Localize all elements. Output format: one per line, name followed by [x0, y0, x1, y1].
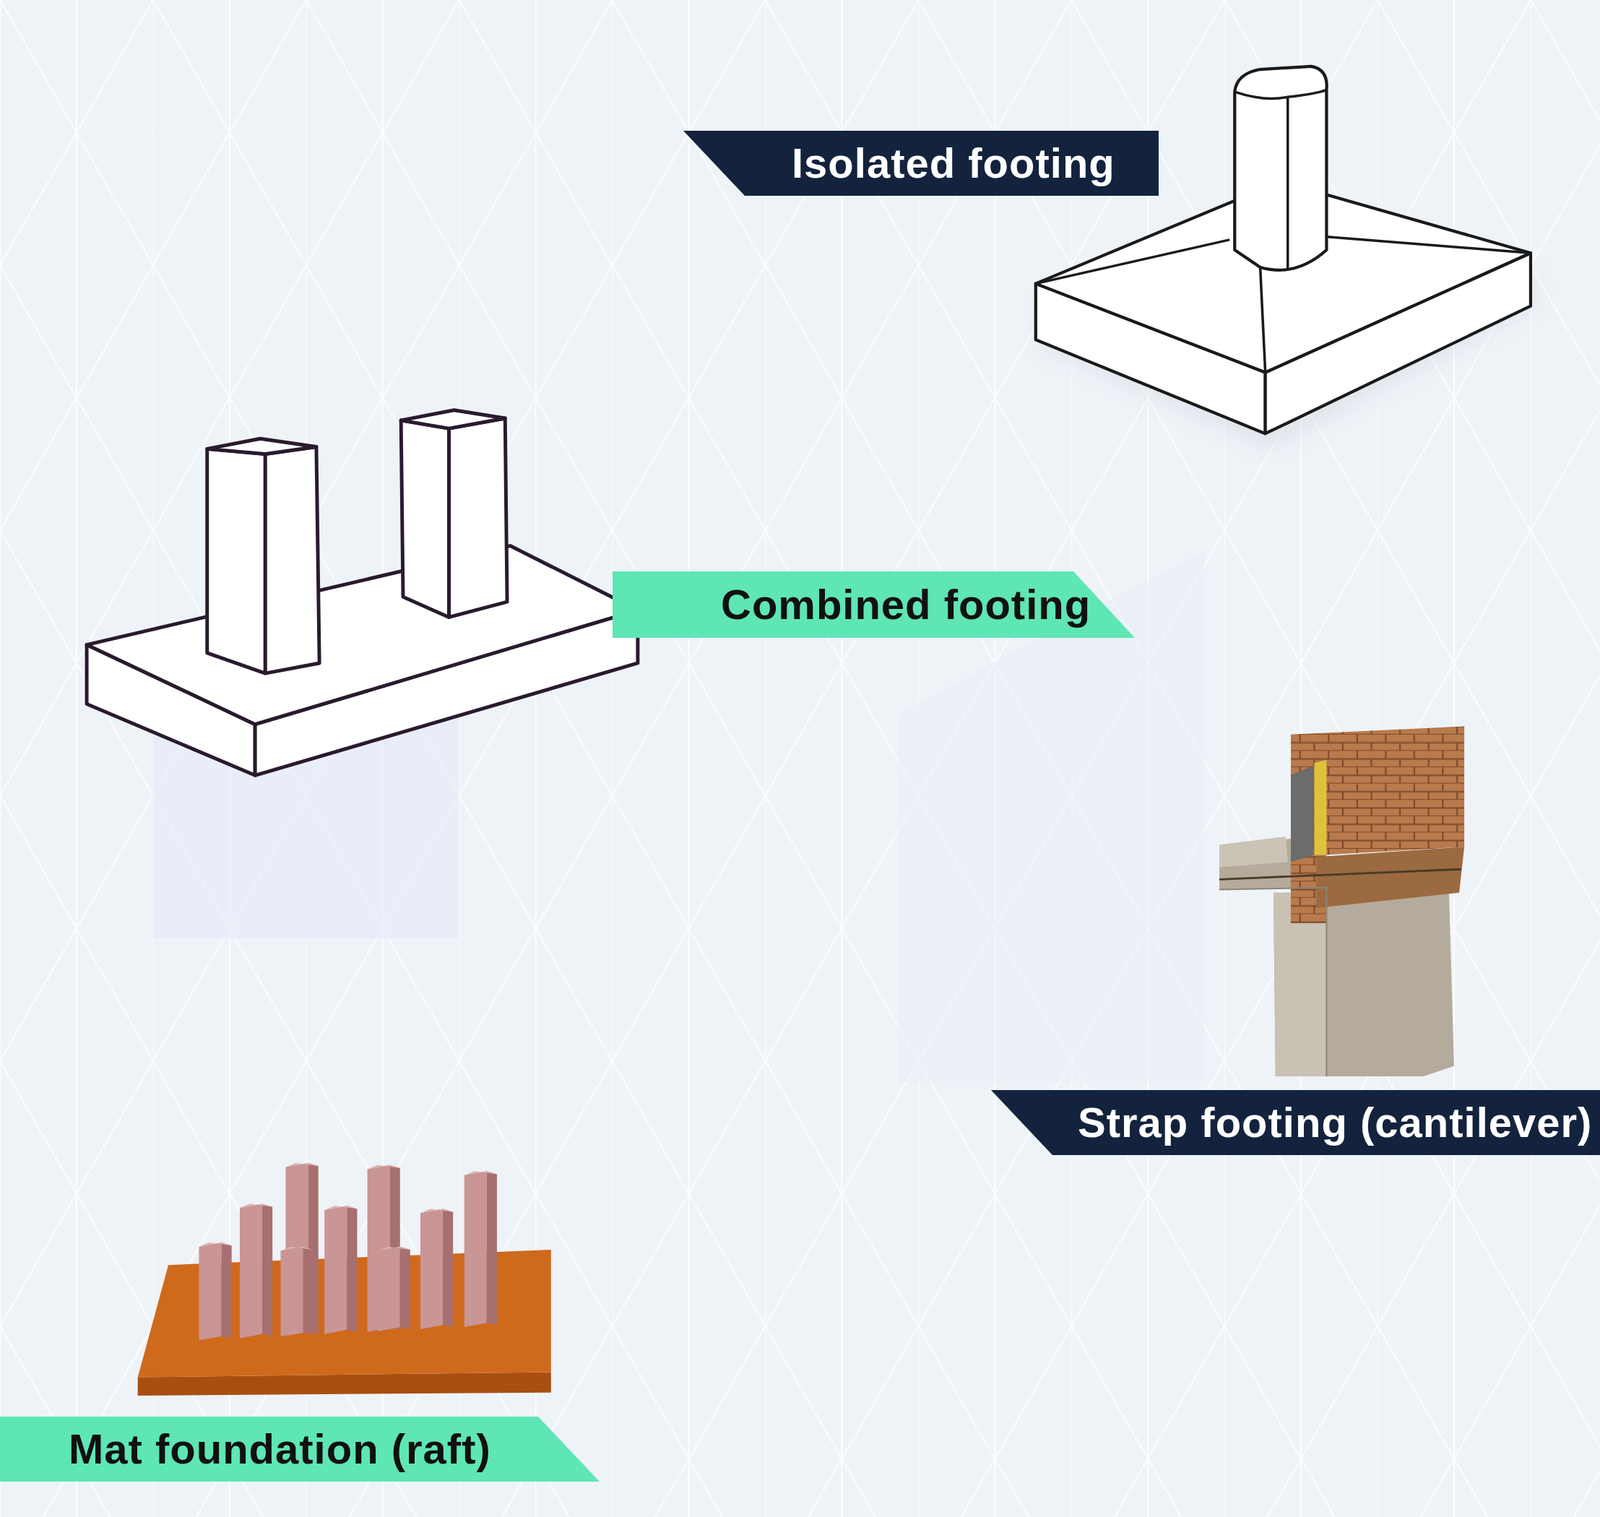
column	[464, 1170, 487, 1327]
banner-fill	[0, 1416, 600, 1482]
label-banner: Strap footing (cantilever)	[991, 1090, 1600, 1156]
column	[420, 1209, 443, 1330]
column	[286, 1162, 319, 1168]
label-banner: Isolated footing	[683, 130, 1159, 196]
column	[377, 1246, 411, 1252]
column	[239, 1203, 263, 1338]
mat-foundation-drawing	[137, 1162, 552, 1396]
column	[239, 1203, 273, 1208]
banner-fill	[991, 1090, 1600, 1156]
column	[324, 1205, 347, 1334]
column	[324, 1205, 357, 1210]
banner-text: Isolated footing	[791, 142, 1159, 185]
column	[400, 1246, 411, 1330]
column	[377, 1246, 401, 1332]
column	[303, 1246, 314, 1335]
column	[442, 1209, 453, 1328]
column	[367, 1165, 401, 1170]
column	[486, 1170, 497, 1325]
column	[262, 1203, 273, 1336]
banner-fill	[683, 130, 1159, 196]
banner-text: Strap footing (cantilever)	[1077, 1101, 1600, 1144]
column	[280, 1246, 303, 1337]
strap-footing-drawing	[1219, 726, 1465, 1077]
column	[198, 1242, 232, 1247]
column	[420, 1209, 453, 1214]
column	[198, 1242, 222, 1340]
column	[346, 1205, 357, 1333]
banner-text: Combined footing	[720, 583, 1135, 626]
column	[221, 1242, 232, 1338]
banner-text: Mat foundation (raft)	[68, 1428, 600, 1470]
isolated-footing-drawing	[1035, 66, 1536, 450]
label-banner: Mat foundation (raft)	[0, 1416, 600, 1482]
column	[464, 1170, 497, 1176]
banner-fill	[612, 571, 1135, 638]
column	[280, 1246, 313, 1252]
combined-footing-drawing	[86, 410, 638, 776]
label-banner: Combined footing	[612, 571, 1135, 638]
